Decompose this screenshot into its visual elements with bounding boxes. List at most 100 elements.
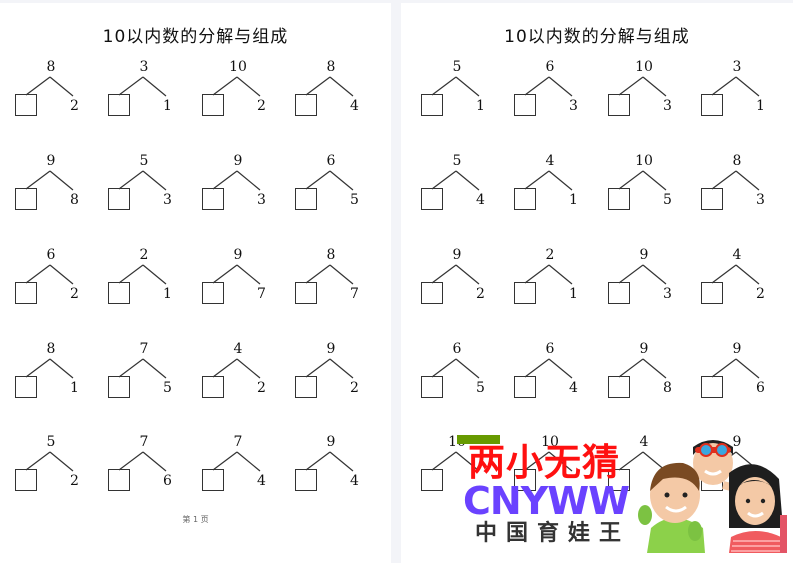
- branch-lines-icon: [25, 451, 74, 472]
- whole-number: 8: [326, 59, 336, 75]
- whole-number: 6: [545, 59, 555, 75]
- known-part-number: 2: [70, 286, 79, 302]
- known-part-number: 3: [756, 192, 765, 208]
- whole-number: 5: [452, 59, 462, 75]
- answer-box[interactable]: [15, 376, 37, 398]
- branch-lines-icon: [711, 264, 760, 285]
- answer-box[interactable]: [608, 469, 630, 491]
- answer-box[interactable]: [15, 94, 37, 116]
- whole-number: 10: [541, 434, 559, 450]
- whole-number: 2: [139, 247, 149, 263]
- number-bond-tree: 10: [514, 434, 606, 504]
- answer-box[interactable]: [701, 188, 723, 210]
- answer-box[interactable]: [514, 282, 536, 304]
- known-part-number: 2: [70, 98, 79, 114]
- answer-box[interactable]: [15, 282, 37, 304]
- answer-box[interactable]: [295, 282, 317, 304]
- answer-box[interactable]: [421, 469, 443, 491]
- answer-box[interactable]: [202, 188, 224, 210]
- answer-box[interactable]: [421, 94, 443, 116]
- whole-number: 9: [639, 247, 649, 263]
- answer-box[interactable]: [514, 469, 536, 491]
- answer-box[interactable]: [514, 94, 536, 116]
- whole-number: 9: [732, 341, 742, 357]
- page-title: 10以内数的分解与组成: [102, 27, 289, 47]
- whole-number: 5: [452, 153, 462, 169]
- page-number: 第 1 页: [182, 515, 209, 524]
- answer-box[interactable]: [421, 282, 443, 304]
- branch-lines-icon: [524, 358, 573, 379]
- answer-box[interactable]: [608, 188, 630, 210]
- answer-box[interactable]: [108, 376, 130, 398]
- whole-number: 4: [639, 434, 649, 450]
- known-part-number: 4: [476, 192, 485, 208]
- branch-lines-icon: [431, 76, 480, 97]
- whole-number: 10: [229, 59, 247, 75]
- whole-number: 6: [545, 341, 555, 357]
- branch-lines-icon: [25, 358, 74, 379]
- known-part-number: 4: [350, 473, 359, 489]
- known-part-number: 1: [569, 286, 578, 302]
- answer-box[interactable]: [108, 282, 130, 304]
- branch-lines-icon: [305, 358, 354, 379]
- branch-lines-icon: [431, 358, 480, 379]
- answer-box[interactable]: [108, 94, 130, 116]
- branch-lines-icon: [118, 451, 167, 472]
- answer-box[interactable]: [108, 469, 130, 491]
- number-bond-tree: 10: [421, 434, 513, 504]
- branch-lines-icon: [305, 170, 354, 191]
- whole-number: 3: [732, 59, 742, 75]
- answer-box[interactable]: [202, 94, 224, 116]
- answer-box[interactable]: [15, 188, 37, 210]
- answer-box[interactable]: [202, 469, 224, 491]
- watermark-overlay: 两小无猜 CNYWW 中国育娃王: [443, 433, 793, 553]
- answer-box[interactable]: [295, 94, 317, 116]
- known-part-number: 1: [163, 98, 172, 114]
- whole-number: 7: [233, 434, 243, 450]
- answer-box[interactable]: [421, 376, 443, 398]
- answer-box[interactable]: [295, 376, 317, 398]
- watermark-pink-bar: [780, 515, 787, 553]
- answer-box[interactable]: [295, 188, 317, 210]
- answer-box[interactable]: [701, 94, 723, 116]
- answer-box[interactable]: [15, 469, 37, 491]
- number-bond-tree: 10 2: [202, 59, 294, 129]
- branch-lines-icon: [212, 264, 261, 285]
- whole-number: 9: [732, 434, 742, 450]
- answer-box[interactable]: [202, 282, 224, 304]
- answer-box[interactable]: [701, 376, 723, 398]
- known-part-number: 4: [569, 380, 578, 396]
- whole-number: 7: [139, 341, 149, 357]
- known-part-number: 2: [756, 286, 765, 302]
- branch-lines-icon: [524, 264, 573, 285]
- branch-lines-icon: [711, 358, 760, 379]
- whole-number: 8: [46, 341, 56, 357]
- whole-number: 9: [233, 247, 243, 263]
- branch-lines-icon: [118, 170, 167, 191]
- branch-lines-icon: [25, 264, 74, 285]
- answer-box[interactable]: [608, 282, 630, 304]
- known-part-number: 2: [257, 98, 266, 114]
- answer-box[interactable]: [701, 282, 723, 304]
- answer-box[interactable]: [421, 188, 443, 210]
- whole-number: 9: [326, 434, 336, 450]
- answer-box[interactable]: [295, 469, 317, 491]
- answer-box[interactable]: [608, 376, 630, 398]
- answer-box[interactable]: [608, 94, 630, 116]
- answer-box[interactable]: [514, 376, 536, 398]
- answer-box[interactable]: [202, 376, 224, 398]
- answer-box[interactable]: [514, 188, 536, 210]
- branch-lines-icon: [431, 264, 480, 285]
- answer-box[interactable]: [108, 188, 130, 210]
